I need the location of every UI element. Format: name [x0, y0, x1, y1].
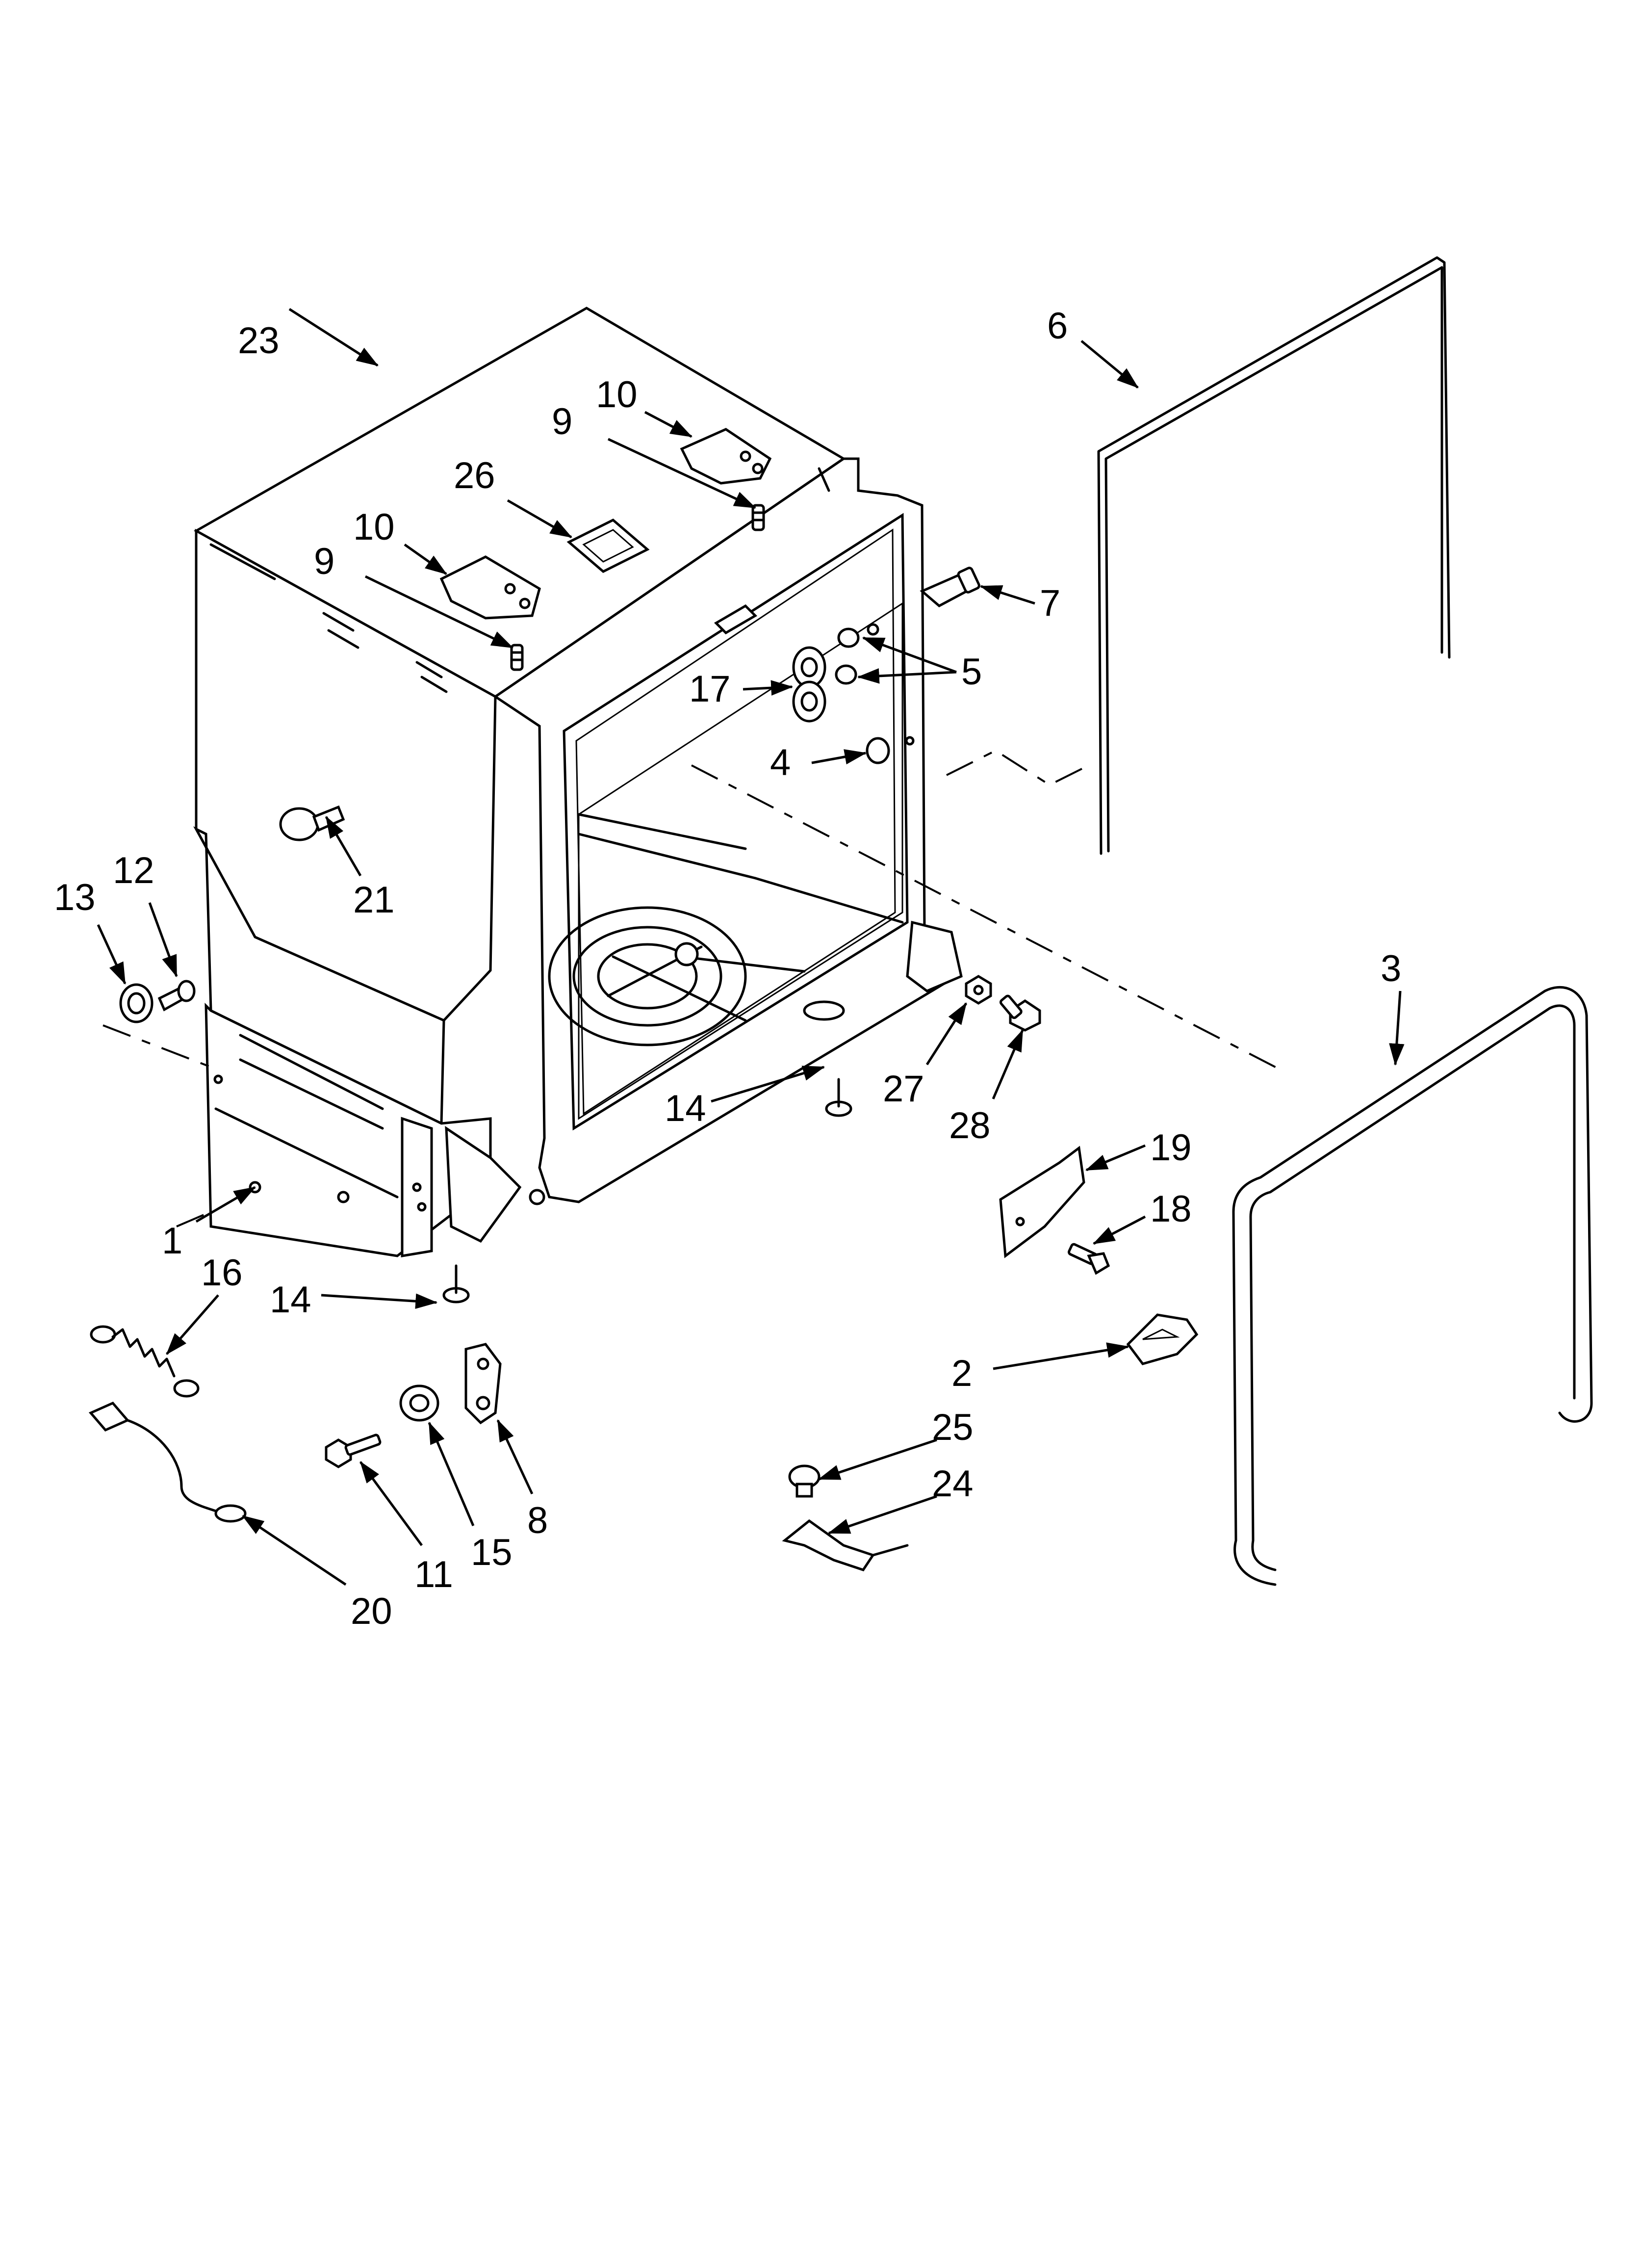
callout-20: 20 — [351, 1590, 392, 1632]
callout-4: 4 — [770, 742, 791, 783]
foot-14-upper — [825, 1078, 852, 1117]
clip-26 — [566, 519, 650, 573]
bracket-10-upper — [680, 428, 772, 485]
cable-20 — [88, 1401, 247, 1523]
callout-13: 13 — [54, 877, 96, 918]
callout-16: 16 — [201, 1252, 243, 1294]
plug-4 — [866, 736, 915, 764]
gasket-3 — [1232, 986, 1593, 1586]
callout-8: 8 — [527, 1500, 548, 1541]
screw-11 — [325, 1434, 382, 1468]
callout-18: 18 — [1150, 1188, 1192, 1230]
screw-12 — [157, 980, 196, 1012]
callout-10: 10 — [353, 506, 395, 548]
bolt-28 — [999, 994, 1041, 1032]
callout-5: 5 — [961, 651, 982, 693]
screw-9-lower — [510, 644, 524, 671]
leader-lines — [97, 308, 1405, 1586]
centerline-left-lower — [176, 1211, 211, 1227]
centerline-left — [103, 1024, 211, 1068]
bracket-8 — [464, 1343, 502, 1425]
latch-2 — [1126, 1313, 1199, 1365]
callout-28: 28 — [949, 1105, 991, 1147]
centerline-gasket — [946, 749, 1089, 786]
callout-12: 12 — [113, 850, 154, 891]
nut-27 — [965, 975, 992, 1005]
switch-25 — [788, 1464, 821, 1498]
callout-21: 21 — [353, 879, 395, 921]
callout-6: 6 — [1047, 305, 1068, 347]
callout-15: 15 — [471, 1532, 513, 1573]
bracket-10-lower — [439, 555, 541, 620]
callout-27: 27 — [883, 1068, 924, 1110]
spring-16 — [90, 1325, 200, 1398]
callout-labels: 23 10 9 26 10 9 6 7 5 17 4 21 13 12 3 27… — [54, 305, 1401, 1632]
callout-2: 2 — [951, 1353, 972, 1394]
callout-26: 26 — [454, 455, 495, 496]
callout-14: 14 — [270, 1279, 311, 1321]
gasket-6 — [1097, 256, 1451, 855]
screw-18 — [1068, 1243, 1110, 1275]
rollers-17 — [792, 646, 826, 723]
bracket-24 — [782, 1519, 909, 1571]
centerline-right — [691, 764, 1281, 1070]
callout-1: 1 — [162, 1220, 182, 1262]
callout-3: 3 — [1381, 948, 1401, 990]
callout-19: 19 — [1150, 1127, 1192, 1169]
callout-24: 24 — [932, 1463, 974, 1505]
callout-23: 23 — [238, 320, 280, 362]
callout-14: 14 — [665, 1088, 706, 1129]
nut-13 — [119, 983, 154, 1023]
washers-5 — [835, 623, 879, 685]
roller-15 — [399, 1384, 439, 1422]
callout-9: 9 — [314, 541, 334, 582]
callout-11: 11 — [414, 1554, 453, 1595]
bracket-19 — [999, 1146, 1085, 1258]
callout-7: 7 — [1040, 582, 1060, 624]
screw-7 — [920, 567, 980, 608]
callout-10: 10 — [596, 374, 638, 416]
foot-14-lower — [442, 1264, 470, 1303]
screw-9-upper — [751, 504, 765, 531]
callout-25: 25 — [932, 1407, 974, 1448]
callout-17: 17 — [689, 668, 731, 710]
callout-9: 9 — [552, 401, 572, 443]
